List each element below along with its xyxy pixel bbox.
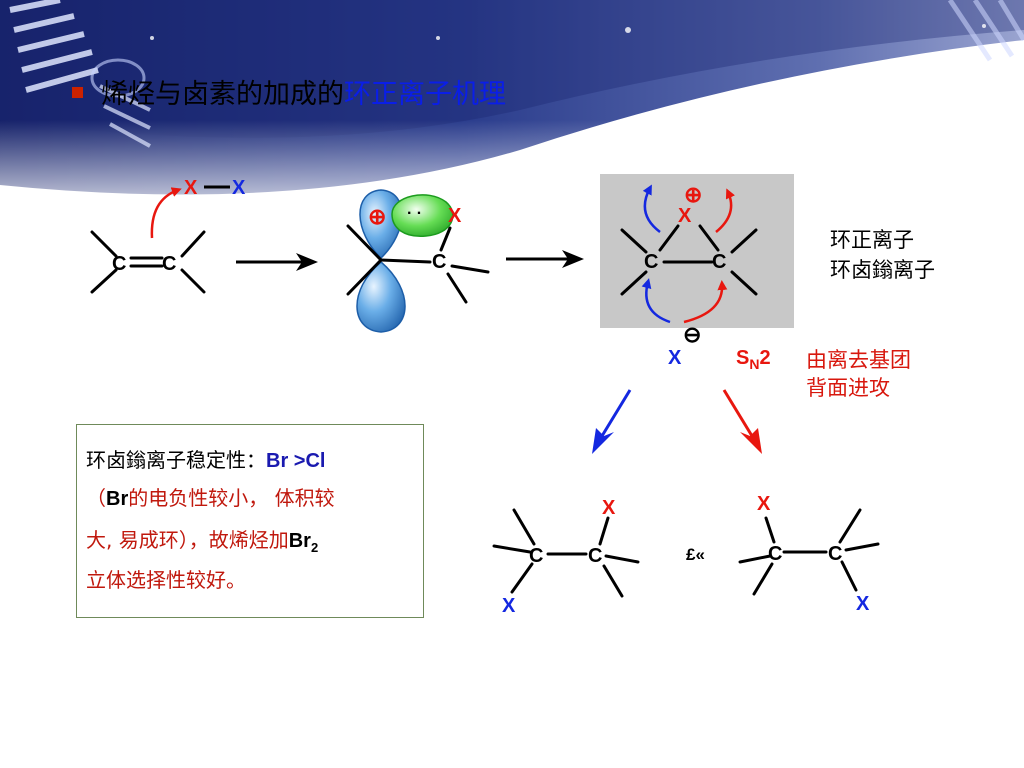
product1-x-top: X (602, 497, 616, 519)
ion-name-2: 环卤鎓离子 (830, 258, 935, 282)
intermediate-x: X (448, 205, 462, 227)
intermediate-bonds (346, 224, 490, 304)
bullet-icon (72, 87, 83, 98)
product1-c2: C (588, 545, 603, 567)
attack-note-line1: 由离去基团 (806, 348, 911, 372)
halonium-c2: C (712, 251, 727, 273)
halonium-x: X (678, 205, 692, 227)
product2-x-top: X (757, 493, 771, 515)
product-2-bonds (738, 508, 880, 596)
blue-pathway-arrow (592, 389, 632, 454)
nucleophile-x: X (668, 347, 682, 369)
red-curved-arrow-top (715, 188, 736, 233)
halogen-x2: X (232, 177, 246, 199)
blue-curved-arrow-bottom (641, 278, 671, 324)
slide-title: 烯烃与卤素的加成的环正离子机理 (72, 72, 506, 111)
alkene-structure (90, 230, 206, 294)
minus-charge-icon: ⊖ (683, 322, 702, 347)
red-pathway-arrow (722, 389, 762, 454)
header-decoration (0, 0, 1024, 230)
alkene-c1: C (112, 253, 127, 275)
intermediate-c: C (432, 251, 447, 273)
halonium-ion-box (600, 174, 794, 328)
alkene-c2: C (162, 253, 177, 275)
ion-name-1: 环正离子 (830, 228, 914, 252)
product1-x-bottom: X (502, 595, 516, 617)
title-highlight: 环正离子机理 (344, 79, 506, 110)
product2-c2: C (828, 543, 843, 565)
note-line-2: （Br的电负性较小， 体积较 (86, 486, 335, 510)
stability-note-box (76, 424, 424, 618)
halonium-c1: C (644, 251, 659, 273)
title-prefix: 烯烃与卤素的加成的 (101, 79, 344, 110)
halonium-bonds (620, 224, 758, 296)
halogen-x1: X (184, 177, 198, 199)
product2-x-bottom: X (856, 593, 870, 615)
sn2-label: SN2 (736, 347, 771, 372)
note-line-4: 立体选择性较好。 (86, 568, 246, 592)
attack-note: 由离去基团 背面进攻 (806, 346, 911, 402)
reaction-arrow-1 (236, 253, 318, 271)
p-orbital (356, 189, 454, 333)
reaction-arrow-2 (506, 250, 584, 268)
product-1-bonds (492, 508, 640, 598)
blue-curved-arrow-top (642, 184, 661, 233)
red-curved-arrow (150, 187, 182, 239)
note-line-3: 大, 易成环），故烯烃加Br2 (86, 528, 319, 555)
lone-pair: · · (407, 205, 423, 222)
product2-c1: C (768, 543, 783, 565)
equiv-symbol: £« (686, 545, 705, 564)
note-line-1: 环卤鎓离子稳定性：Br >Cl (86, 448, 326, 472)
red-curved-arrow-bottom (683, 280, 728, 324)
plus-charge-icon: ⊕ (368, 204, 387, 229)
halonium-plus-icon: ⊕ (684, 182, 703, 207)
product1-c1: C (529, 545, 544, 567)
attack-note-line2: 背面进攻 (806, 376, 890, 400)
